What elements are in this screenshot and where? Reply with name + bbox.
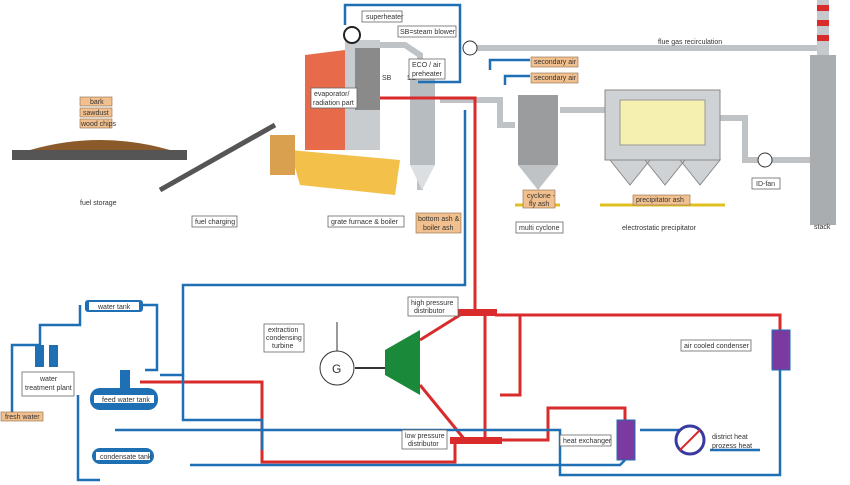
fuel-storage [12,122,295,193]
label-eco: ECO / air [412,62,441,69]
label-fresh-water: fresh water [5,414,40,421]
hp-distributor [455,309,497,316]
label-turbine-2: condensing [266,335,302,342]
label-bottom-ash: bottom ash & [418,216,460,223]
label-feed-water-tank: feed water tank [102,397,150,404]
label-fuel-charging: fuel charging [195,219,235,226]
label-precipitator-ash: precipitator ash [636,197,684,204]
label-evaporator: evaporator/ [314,91,349,98]
label-water-treatment-2: treatment plant [25,385,72,392]
label-multi-cyclone: multi cyclone [519,225,560,232]
flue-gas-ducts [380,42,820,190]
label-grate-furnace: grate furnace & boiler [331,219,399,226]
air-cooled-condenser [771,329,791,371]
label-secondary-air: secondary air [534,75,577,82]
fuel-conveyor [158,122,277,193]
steam-drum-icon [343,26,361,44]
label-lp-distributor: low pressure [405,433,445,440]
label-cyclone-ash: cyclone - [527,193,556,200]
label-stack: stack [814,224,831,231]
label-bark: bark [90,99,104,106]
label-turbine: extraction [268,327,298,334]
label-eco-2: preheater [412,71,443,78]
multi-cyclone [515,95,560,207]
label-generator: G [332,362,341,376]
label-acc: air cooled condenser [684,343,750,350]
electrostatic-precipitator [600,89,725,207]
boiler [290,26,435,195]
label-sb: SB [382,75,392,82]
steam-pipes [140,96,782,464]
label-condensate-tank: condensate tank [100,454,152,461]
label-district-heat: district heat [712,434,748,441]
label-bottom-ash-2: boiler ash [423,225,453,232]
water-pipes [10,3,782,482]
label-flue-gas: flue gas recirculation [658,39,722,46]
label-lp-distributor-2: distributor [408,441,439,448]
label-evaporator-2: radiation part [313,100,354,107]
label-water-tank: water tank [97,304,131,311]
id-fan-icon [757,152,773,168]
stack [810,0,836,225]
label-sawdust: sawdust [83,110,109,117]
label-secondary-air: secondary air [534,59,577,66]
label-steam-blower: SB=steam blower [400,29,456,36]
lp-distributor [450,437,502,444]
label-hp-distributor-2: distributor [414,308,445,315]
label-wood-chips: wood chips [80,121,117,128]
turbine-icon [385,330,420,395]
heat-exchanger [616,419,636,461]
label-superheater: superheater [366,14,404,21]
label-fuel-storage: fuel storage [80,200,117,207]
label-cyclone-ash-2: fly ash [529,201,549,208]
label-process-heat: prozess heat [712,443,752,450]
label-hp-distributor: high pressure [411,300,454,307]
label-water-treatment: water [39,376,58,383]
label-heat-exchanger: heat exchanger [563,438,612,445]
label-esp: electrostatic precipitator [622,225,697,232]
label-turbine-3: turbine [272,343,294,350]
recirculation-fan-icon [462,40,478,56]
label-id-fan: ID-fan [756,181,775,188]
